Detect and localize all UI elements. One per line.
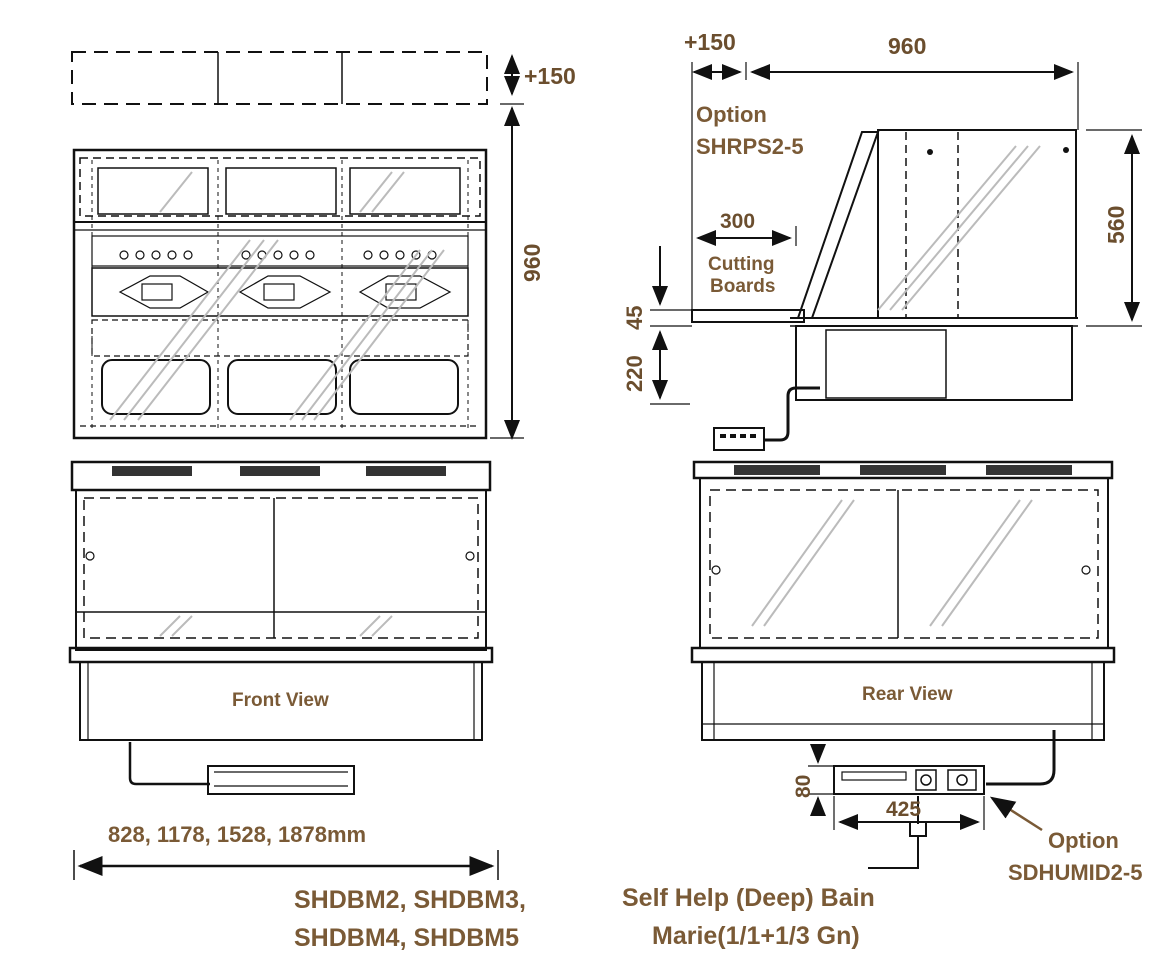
option1-code: SHRPS2-5 (696, 134, 804, 159)
option1-title: Option (696, 102, 767, 127)
dim-220: 220 (622, 355, 647, 392)
widths-label: 828, 1178, 1528, 1878mm (108, 822, 366, 847)
rear-view-label: Rear View (862, 684, 953, 705)
plan-view (71, 51, 488, 440)
product-line1: Self Help (Deep) Bain (622, 884, 875, 912)
dim-right-side (650, 129, 1142, 405)
dim-height-left (490, 54, 524, 440)
product-line2: Marie(1/1+1/3 Gn) (652, 922, 860, 950)
dim-width-left (73, 850, 499, 880)
side-height-560: 560 (1103, 206, 1129, 244)
option2-title: Option (1048, 828, 1119, 853)
cutting-line1: Cutting (708, 254, 774, 275)
front-view-label: Front View (232, 690, 329, 711)
rear-view-drawing (690, 460, 1116, 869)
left-top-extension: +150 (524, 63, 576, 89)
cutting-line2: Boards (710, 276, 775, 297)
board-width-300: 300 (720, 210, 755, 233)
option2-code: SDHUMID2-5 (1008, 860, 1142, 885)
side-view-drawing (691, 62, 1079, 451)
dim-45: 45 (622, 306, 647, 330)
left-height-960: 960 (519, 244, 545, 282)
right-offset: +150 (684, 29, 736, 55)
dim-80: 80 (792, 775, 815, 798)
models-line2: SHDBM4, SHDBM5 (294, 924, 519, 952)
right-depth: 960 (888, 33, 926, 59)
front-view-drawing (68, 460, 494, 795)
models-line1: SHDBM2, SHDBM3, (294, 886, 526, 914)
dim-425: 425 (886, 798, 921, 821)
